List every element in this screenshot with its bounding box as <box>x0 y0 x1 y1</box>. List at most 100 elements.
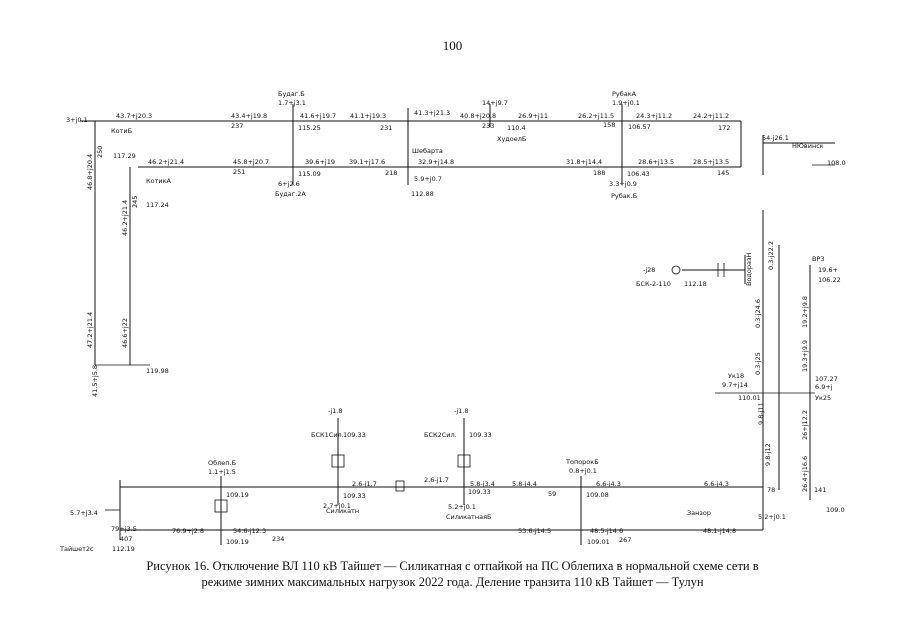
vert-r1: 9.8-j11 <box>757 402 765 425</box>
vrz-v1: 19.2+j9.8 <box>801 296 809 328</box>
kotik-lower-voltage: 117.24 <box>146 201 169 209</box>
oblep-label: Облеп.Б <box>208 459 236 467</box>
left-bottom-voltage: 119.98 <box>146 367 169 375</box>
taishet-in: 5.7+j3.4 <box>70 509 98 517</box>
flow-top3: 41.6+j19.7 <box>300 112 336 120</box>
shebarta-lower-voltage: 112.88 <box>411 190 434 198</box>
flow-mid4: 39.1+j17.6 <box>349 158 385 166</box>
left-in-label: 3+j0.1 <box>66 116 88 124</box>
zanzor-load: 5.2+j0.1 <box>758 513 786 521</box>
bsk2-top: -j1.8 <box>454 407 469 415</box>
flow-top1: 43.7+j20.3 <box>116 112 152 120</box>
angle-a15: 407 <box>120 535 132 543</box>
toporok-lower-voltage: 109.01 <box>587 538 610 546</box>
angle-a7: 218 <box>385 169 397 177</box>
silikatnaya-label: Силикатн <box>326 507 359 515</box>
kotik-a-label: КотикА <box>146 177 172 185</box>
kotik-b-label: КотиБ <box>111 127 132 135</box>
vrz-voltage: 106.22 <box>818 276 841 284</box>
flow-mid5: 32.9+j14.8 <box>418 158 454 166</box>
budag-top-load: 1.7+j3.1 <box>278 99 306 107</box>
vod-flow-b: 0.3-j24.6 <box>754 299 762 328</box>
angle-a4: 158 <box>603 121 615 129</box>
uk-voltage: 107.27 <box>815 375 838 383</box>
vrz-label: ВРЗ <box>812 255 825 263</box>
khud-label: ХудоелБ <box>497 135 526 143</box>
kotik-voltage: 117.29 <box>113 152 136 160</box>
uk18-voltage: 110.01 <box>738 394 761 402</box>
bus-e: 6.6-j4.3 <box>596 480 621 488</box>
right-bus2-voltage: 109.0 <box>826 506 845 514</box>
taishet-label: Тайшет2с <box>59 545 94 553</box>
flow-low2: 76.9+j2.8 <box>172 527 204 535</box>
vert-r4: 26.4+j16.6 <box>801 456 809 492</box>
angle-a13: 78 <box>767 486 775 494</box>
flow-mid6: 31.8+j14.4 <box>566 158 602 166</box>
budag-upper-voltage: 115.25 <box>298 124 321 132</box>
bus-f: 6.6-j4.3 <box>704 480 729 488</box>
angle-a1: 237 <box>231 122 243 130</box>
bsk2-label: БСК-2-110 <box>636 280 671 288</box>
figure-caption: Рисунок 16. Отключение ВЛ 110 кВ Тайшет … <box>50 558 855 590</box>
flow-mid7: 28.6+j13.5 <box>638 158 674 166</box>
bsk2-voltage: 112.18 <box>684 280 707 288</box>
taishet-voltage: 112.19 <box>112 545 135 553</box>
bsk2-sil-label: БСК2Сил. <box>424 431 457 439</box>
vod-flow-a: 0.3-j22.2 <box>767 241 775 270</box>
rubak-b-label: Рубак.Б <box>611 192 637 200</box>
budag-lower-voltage: 115.09 <box>298 170 321 178</box>
flow-mid1: 46.2+j21.4 <box>148 158 184 166</box>
right-load: 54-j26.1 <box>762 134 789 142</box>
rubak-a-label: РубакА <box>612 90 637 98</box>
network-diagram: 3+j0.1 43.7+j20.3 КотиБ 43.4+j19.8 Будаг… <box>59 90 846 553</box>
vod-label: ВодоразН <box>745 253 753 286</box>
vrz-v2: 19.3+j9.9 <box>801 340 809 372</box>
bsk2-reactor-icon <box>671 265 681 275</box>
toporok-load: 0.8+j0.1 <box>569 467 597 475</box>
flow-top2: 43.4+j19.8 <box>231 112 267 120</box>
angle-a6: 251 <box>233 168 245 176</box>
page-number: 100 <box>442 38 463 53</box>
angle-a10: 250 <box>96 146 104 158</box>
bus-d: 5.8-j4.4 <box>512 480 537 488</box>
flow-low5: 48.5-j14.6 <box>590 527 623 535</box>
angle-a3: 233 <box>482 122 494 130</box>
toporok-voltage: 109.08 <box>586 491 609 499</box>
vrz-load: 19.6+ <box>818 266 838 274</box>
bsk1-voltage: 109.33 <box>343 431 366 439</box>
silik-b-label: СиликатнаяБ <box>446 513 491 521</box>
rubak-lower-voltage: 106.43 <box>627 170 650 178</box>
rubak-low-load: 3.3+j0.9 <box>609 180 637 188</box>
angle-a2: 231 <box>380 124 392 132</box>
angle-a14: 141 <box>814 486 826 494</box>
bsk2-capacitor-icon <box>457 454 471 468</box>
rubak-top-load: 1.9+j0.1 <box>612 99 640 107</box>
budag-a-label: Будаг.2А <box>275 190 306 198</box>
vert-r2: 9.8-j12 <box>764 443 772 466</box>
vert-flow-4: 46.6+j22 <box>121 318 129 348</box>
flow-mid2: 45.8+j20.7 <box>233 158 269 166</box>
bsk1-top: -j1.8 <box>328 407 343 415</box>
uk25-load: 6.9+j <box>815 383 833 391</box>
zanzor-label: Занзор <box>687 509 711 517</box>
oblep-load: 1.1+j1.5 <box>208 468 236 476</box>
vert-flow-2: 46.2+j21.4 <box>121 200 129 236</box>
caption-line-2: режиме зимних максимальных нагрузок 2022… <box>201 575 704 589</box>
rubak-upper-voltage: 106.57 <box>628 123 651 131</box>
khud-load: 14+j9.7 <box>482 99 508 107</box>
flow-top6: 40.8+j20.8 <box>460 112 496 120</box>
bus-b: 2.6-j1.7 <box>424 476 449 484</box>
uk25-label: Ук25 <box>815 394 831 402</box>
vod-flow-c: 0.3-j25 <box>754 352 762 375</box>
flow-top5: 41.3+j21.3 <box>414 109 450 117</box>
bus-a: 2.6-j1.7 <box>352 480 377 488</box>
oblep-lower-voltage: 109.19 <box>226 538 249 546</box>
budag-b-label: Будаг.Б <box>278 90 305 98</box>
flow-low1: 79+j3.5 <box>111 525 137 533</box>
uk18-load: 9.7+j14 <box>722 381 748 389</box>
flow-top9: 24.3+j11.2 <box>636 112 672 120</box>
budag-low-load: 6+j2.6 <box>278 180 300 188</box>
angle-a9: 145 <box>717 169 729 177</box>
flow-low3: 54.6-j12.3 <box>233 527 266 535</box>
caption-line-1: Рисунок 16. Отключение ВЛ 110 кВ Тайшет … <box>146 559 759 573</box>
